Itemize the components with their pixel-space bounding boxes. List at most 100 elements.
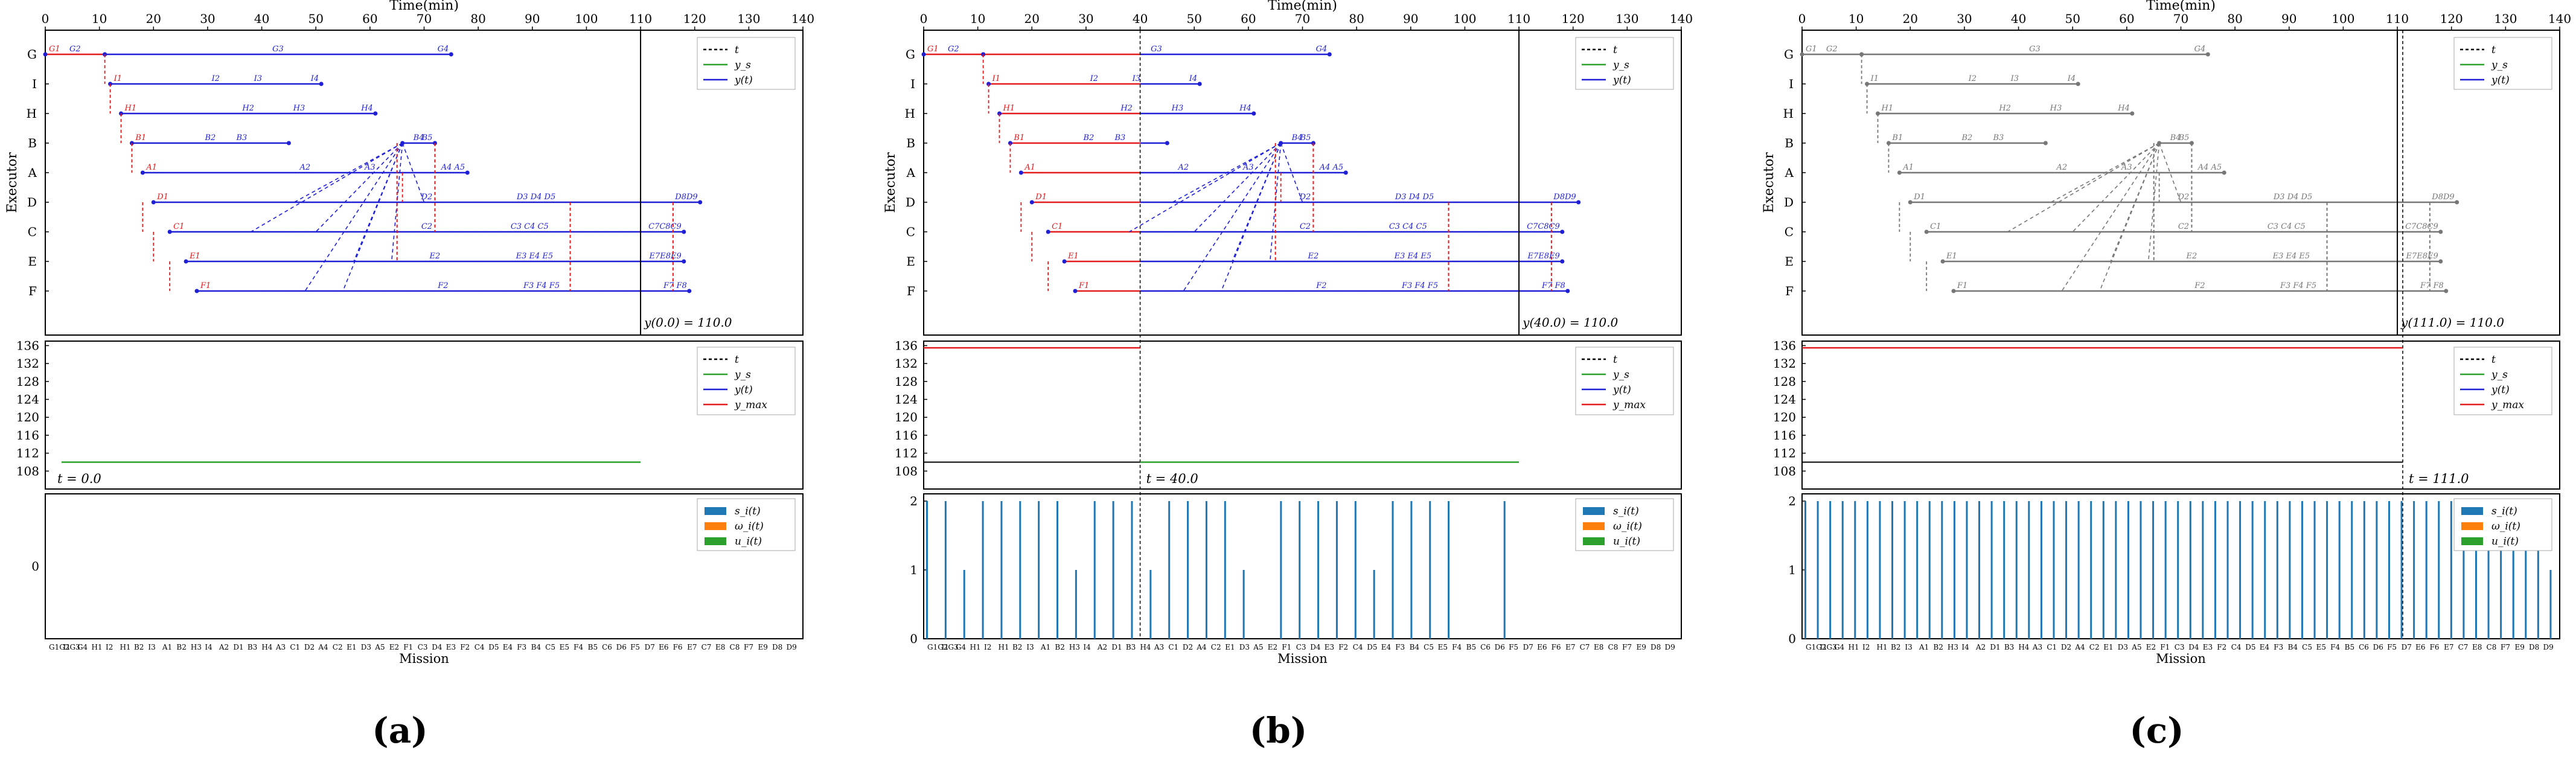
bar bbox=[2015, 501, 2018, 639]
bar bbox=[1503, 501, 1506, 639]
bar bbox=[2264, 501, 2266, 639]
segment-marker bbox=[1046, 229, 1050, 234]
mission-tick-label: F1 bbox=[2160, 643, 2170, 651]
executor-label-I: I bbox=[910, 77, 915, 91]
executor-label-C: C bbox=[28, 225, 37, 239]
legend-label: s_i(t) bbox=[2491, 505, 2517, 517]
segment-mid-label: A3 bbox=[1242, 163, 1254, 172]
mission-tick-label: I3 bbox=[1905, 643, 1912, 651]
x-tick-label: 10 bbox=[1849, 11, 1864, 26]
mission-tick-label: H1 bbox=[1876, 643, 1887, 651]
y-axis-label: Executor bbox=[5, 152, 20, 213]
mission-tick-label: D6 bbox=[1495, 643, 1505, 651]
segment-marker bbox=[1951, 289, 1956, 293]
segment-marker bbox=[194, 289, 199, 293]
executor-label-E: E bbox=[1785, 254, 1794, 269]
segment-label: F2 bbox=[2194, 281, 2205, 290]
mission-tick-label: E5 bbox=[1438, 643, 1448, 651]
x-tick-label: 0 bbox=[920, 11, 928, 26]
mission-tick-label: D5 bbox=[488, 643, 499, 651]
segment-mid-label: D3 D4 D5 bbox=[2273, 193, 2312, 202]
x-tick-label: 20 bbox=[1024, 11, 1040, 26]
bar bbox=[2525, 501, 2527, 639]
legend-label: y_s bbox=[734, 369, 751, 381]
mission-tick-label: E5 bbox=[560, 643, 569, 651]
x-tick-label: 110 bbox=[2386, 11, 2409, 26]
fan-link bbox=[1129, 142, 1282, 232]
mission-tick-label: F4 bbox=[574, 643, 583, 651]
segment-end-label: B5 bbox=[1300, 133, 1311, 142]
x-tick-label: 40 bbox=[254, 11, 269, 26]
segment-end-label: G4 bbox=[2194, 45, 2206, 54]
mission-tick-label: D7 bbox=[2402, 643, 2412, 651]
executor-label-G: G bbox=[27, 47, 37, 62]
segment-mid-label: D3 D4 D5 bbox=[516, 193, 555, 202]
fan-link bbox=[251, 142, 403, 232]
x-tick-label: 70 bbox=[417, 11, 432, 26]
mission-tick-label: H1 bbox=[998, 643, 1009, 651]
bar bbox=[1354, 501, 1357, 639]
segment-marker bbox=[43, 52, 48, 57]
y-tick-label: 108 bbox=[1773, 464, 1796, 478]
fan-link bbox=[2007, 142, 2160, 232]
segment-label: A2 bbox=[1177, 163, 1189, 172]
x-tick-label: 110 bbox=[629, 11, 652, 26]
segment-end-label: I4 bbox=[310, 74, 319, 83]
mission-tick-label: A3 bbox=[2032, 643, 2042, 651]
legend-label: ω_i(t) bbox=[1613, 520, 1642, 532]
bar bbox=[1410, 501, 1413, 639]
segment-marker bbox=[1251, 111, 1256, 116]
bottom-plot-frame bbox=[45, 493, 804, 639]
mission-tick-label: F2 bbox=[2217, 643, 2226, 651]
segment-marker bbox=[2438, 259, 2443, 264]
panel-caption: (a) bbox=[372, 710, 427, 751]
segment-mid-label: I3 bbox=[1132, 74, 1140, 83]
mission-tick-label: C5 bbox=[2302, 643, 2312, 651]
x-tick-label: 90 bbox=[525, 11, 540, 26]
segment-marker bbox=[1165, 141, 1169, 145]
segment-label: D2 bbox=[2178, 193, 2190, 202]
segment-marker bbox=[1029, 200, 1034, 205]
mission-tick-label: H3 bbox=[1948, 643, 1958, 651]
segment-end-label: A4 A5 bbox=[1319, 163, 1343, 172]
mission-tick-label: E2 bbox=[1268, 643, 1277, 651]
mission-tick-label: D9 bbox=[2543, 643, 2554, 651]
x-tick-label: 90 bbox=[1403, 11, 1418, 26]
mission-tick-label: C5 bbox=[1424, 643, 1434, 651]
mission-tick-label: C3 bbox=[418, 643, 428, 651]
legend-label: s_i(t) bbox=[735, 505, 761, 517]
mission-tick-label: B3 bbox=[2004, 643, 2014, 651]
segment-marker bbox=[373, 111, 378, 116]
bar bbox=[2500, 501, 2502, 639]
mission-tick-label: C1 bbox=[290, 643, 300, 651]
segment-mid-label: H3 bbox=[1171, 104, 1184, 113]
mission-tick-label: D3 bbox=[1239, 643, 1250, 651]
y-annotation: y(0.0) = 110.0 bbox=[644, 315, 732, 330]
mission-tick-label: E3 bbox=[446, 643, 456, 651]
x-tick-label: 40 bbox=[1133, 11, 1148, 26]
y-tick-label: 124 bbox=[895, 392, 918, 407]
segment-marker bbox=[2438, 229, 2443, 234]
bar bbox=[944, 501, 947, 639]
y-tick-label: 120 bbox=[1773, 410, 1796, 424]
legend-label: y(t) bbox=[1612, 384, 1631, 396]
x-tick-label: 20 bbox=[146, 11, 161, 26]
segment-marker bbox=[167, 229, 172, 234]
mission-tick-label: C1 bbox=[2047, 643, 2057, 651]
legend-label: ω_i(t) bbox=[2491, 520, 2520, 532]
mission-tick-label: F7 bbox=[2501, 643, 2510, 651]
mission-tick-label: G4 bbox=[1834, 643, 1845, 651]
segment-marker bbox=[1018, 170, 1023, 175]
segment-start-label: B1 bbox=[135, 133, 146, 142]
bar bbox=[1879, 501, 1881, 639]
legend-swatch bbox=[2461, 507, 2483, 515]
mission-tick-label: B2 bbox=[1891, 643, 1900, 651]
mission-tick-label: B4 bbox=[531, 643, 542, 651]
bar bbox=[1000, 501, 1003, 639]
x-tick-label: 60 bbox=[1241, 11, 1256, 26]
segment-mid-label: A3 bbox=[364, 163, 376, 172]
mission-tick-label: E6 bbox=[2415, 643, 2425, 651]
bar bbox=[2512, 501, 2514, 639]
y-tick-label: 2 bbox=[1788, 494, 1796, 508]
x-tick-label: 130 bbox=[1616, 11, 1638, 26]
